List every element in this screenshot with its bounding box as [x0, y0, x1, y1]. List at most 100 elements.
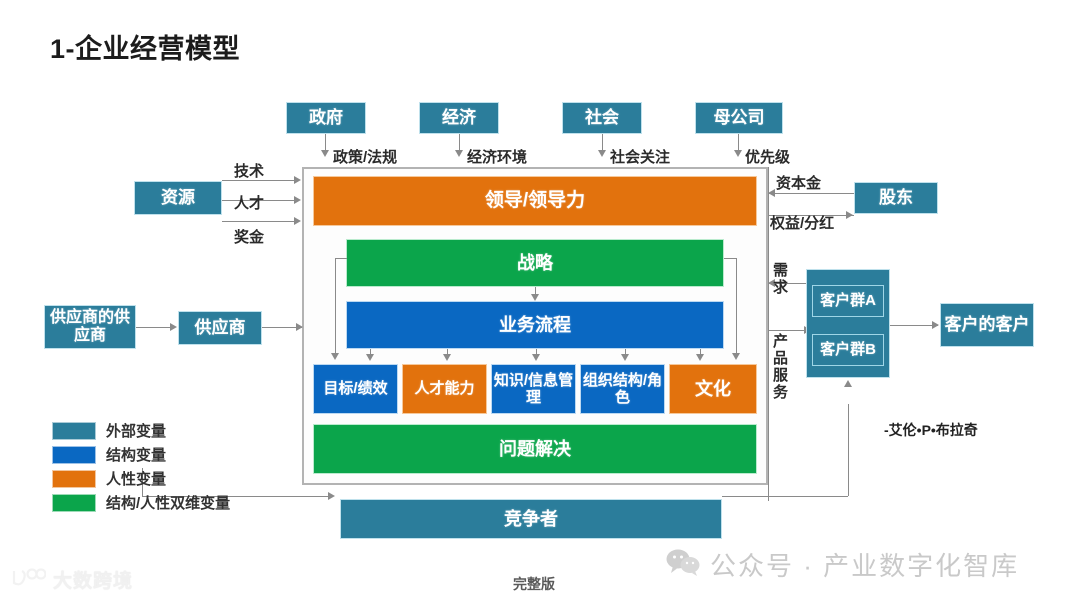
connector-competitor-right	[722, 496, 848, 497]
core-leadership[interactable]: 领导/领导力	[313, 176, 757, 226]
legend-item-external: 外部变量	[52, 420, 230, 441]
legend-label-external: 外部变量	[106, 423, 167, 440]
legend-swatch-human	[52, 469, 96, 488]
arrow-sub-4	[621, 354, 629, 361]
connector-left-to-competitor-h	[142, 496, 332, 497]
external-box-shareholder[interactable]: 股东	[854, 182, 938, 214]
legend-swatch-external	[52, 421, 96, 440]
edge-label-product-service: 产品服务	[771, 333, 788, 401]
legend-label-dual: 结构/人性双维变量	[106, 495, 231, 512]
arrow-capital-in	[768, 189, 775, 197]
customer-group-a[interactable]: 客户群A	[812, 285, 884, 317]
core-problem-solving[interactable]: 问题解决	[313, 424, 757, 474]
core-sub-goal-performance[interactable]: 目标/绩效	[313, 364, 398, 414]
wechat-icon	[666, 548, 700, 581]
arrow-to-competitor	[328, 492, 335, 500]
edge-label-social-concern: 社会关注	[610, 149, 671, 166]
connector-parent-company	[738, 134, 739, 154]
connector-customer-to-customer	[890, 325, 938, 326]
input-box-supplier-of-supplier[interactable]: 供应商的供应商	[44, 305, 136, 349]
watermark: 大数跨境	[12, 566, 133, 593]
edge-label-talent: 人才	[234, 195, 265, 212]
arrow-resource-tech	[294, 176, 301, 184]
page-title: 1-企业经营模型	[50, 34, 241, 64]
wechat-account-text: 公众号 · 产业数字化智库	[710, 551, 1020, 581]
edge-label-policy: 政策/法规	[333, 149, 398, 166]
connector-capital-in	[768, 193, 854, 194]
edge-label-economic-environment: 经济环境	[467, 149, 528, 166]
legend-label-human: 人性变量	[106, 471, 167, 488]
connector-society	[602, 134, 603, 154]
connector-demand	[768, 283, 812, 284]
arrow-equity-out	[846, 211, 853, 219]
external-box-customer-of-customer[interactable]: 客户的客户	[940, 303, 1034, 347]
arrow-economy-down	[455, 150, 463, 157]
arrow-resource-bonus	[294, 217, 301, 225]
core-sub-culture[interactable]: 文化	[669, 364, 757, 414]
legend: 外部变量 结构变量 人性变量 结构/人性双维变量	[52, 420, 230, 516]
customer-group-b[interactable]: 客户群B	[812, 334, 884, 366]
core-sub-talent-capability[interactable]: 人才能力	[402, 364, 487, 414]
connector-competitor-to-customers	[848, 404, 849, 496]
arrow-sub-1	[366, 354, 374, 361]
external-box-competitor[interactable]: 竞争者	[340, 499, 722, 539]
legend-swatch-dual	[52, 493, 96, 512]
legend-swatch-structural	[52, 445, 96, 464]
connector-strategy-to-process	[535, 287, 536, 299]
external-box-parent-company[interactable]: 母公司	[695, 102, 783, 134]
arrow-supplier-to-core	[296, 323, 303, 331]
bracket-left-vertical	[335, 258, 336, 358]
legend-item-human: 人性变量	[52, 468, 230, 489]
connector-government	[325, 134, 326, 154]
bottom-caption: 完整版	[0, 574, 1080, 594]
connector-left-to-competitor-v	[142, 468, 143, 496]
connector-economy	[459, 134, 460, 154]
core-strategy[interactable]: 战略	[346, 239, 724, 287]
arrow-society-down	[598, 150, 606, 157]
external-box-government[interactable]: 政府	[286, 102, 366, 134]
watermark-logo-icon	[12, 567, 47, 592]
arrow-customer-to-customer	[932, 321, 939, 329]
core-business-process[interactable]: 业务流程	[346, 301, 724, 349]
connector-resource-talent	[222, 200, 298, 201]
arrow-sub-5	[696, 354, 704, 361]
edge-label-equity-dividend: 权益/分红	[770, 215, 835, 232]
connector-resource-bonus	[222, 221, 298, 222]
external-box-society[interactable]: 社会	[562, 102, 642, 134]
connector-supplier-to-core	[262, 327, 302, 328]
legend-item-dual: 结构/人性双维变量	[52, 492, 230, 513]
arrow-supplier-chain	[170, 323, 177, 331]
bracket-left-horizontal	[335, 258, 347, 259]
input-box-resource[interactable]: 资源	[134, 181, 222, 215]
edge-label-capital: 资本金	[776, 175, 822, 192]
legend-label-structural: 结构变量	[106, 447, 167, 464]
edge-label-priority: 优先级	[745, 149, 791, 166]
connector-product-service	[768, 330, 812, 331]
input-box-supplier[interactable]: 供应商	[178, 311, 262, 345]
arrow-parent-company-down	[734, 150, 742, 157]
attribution-text: -艾伦•P•布拉奇	[884, 422, 978, 438]
external-box-economy[interactable]: 经济	[419, 102, 499, 134]
arrow-sub-2	[443, 354, 451, 361]
connector-right-spine	[768, 167, 769, 501]
core-sub-knowledge-information[interactable]: 知识/信息管理	[491, 364, 576, 414]
watermark-text: 大数跨境	[53, 571, 134, 592]
arrow-government-down	[321, 150, 329, 157]
core-sub-org-structure-role[interactable]: 组织结构/角色	[580, 364, 665, 414]
arrow-bracket-left	[331, 353, 339, 360]
arrow-sub-3	[532, 354, 540, 361]
edge-label-demand: 需求	[771, 262, 788, 296]
connector-supplier-chain	[136, 327, 174, 328]
arrow-competitor-to-customers	[844, 380, 852, 387]
edge-label-bonus: 奖金	[234, 229, 265, 246]
arrow-strategy-to-process	[531, 294, 539, 301]
wechat-footer: 公众号 · 产业数字化智库	[666, 546, 1019, 583]
arrow-demand	[768, 279, 775, 287]
connector-equity-out	[768, 215, 854, 216]
bracket-right-horizontal	[724, 258, 737, 259]
bracket-right-vertical	[736, 258, 737, 358]
bottom-caption-text: 完整版	[513, 576, 555, 592]
edge-label-technology: 技术	[234, 163, 265, 180]
legend-item-structural: 结构变量	[52, 444, 230, 465]
